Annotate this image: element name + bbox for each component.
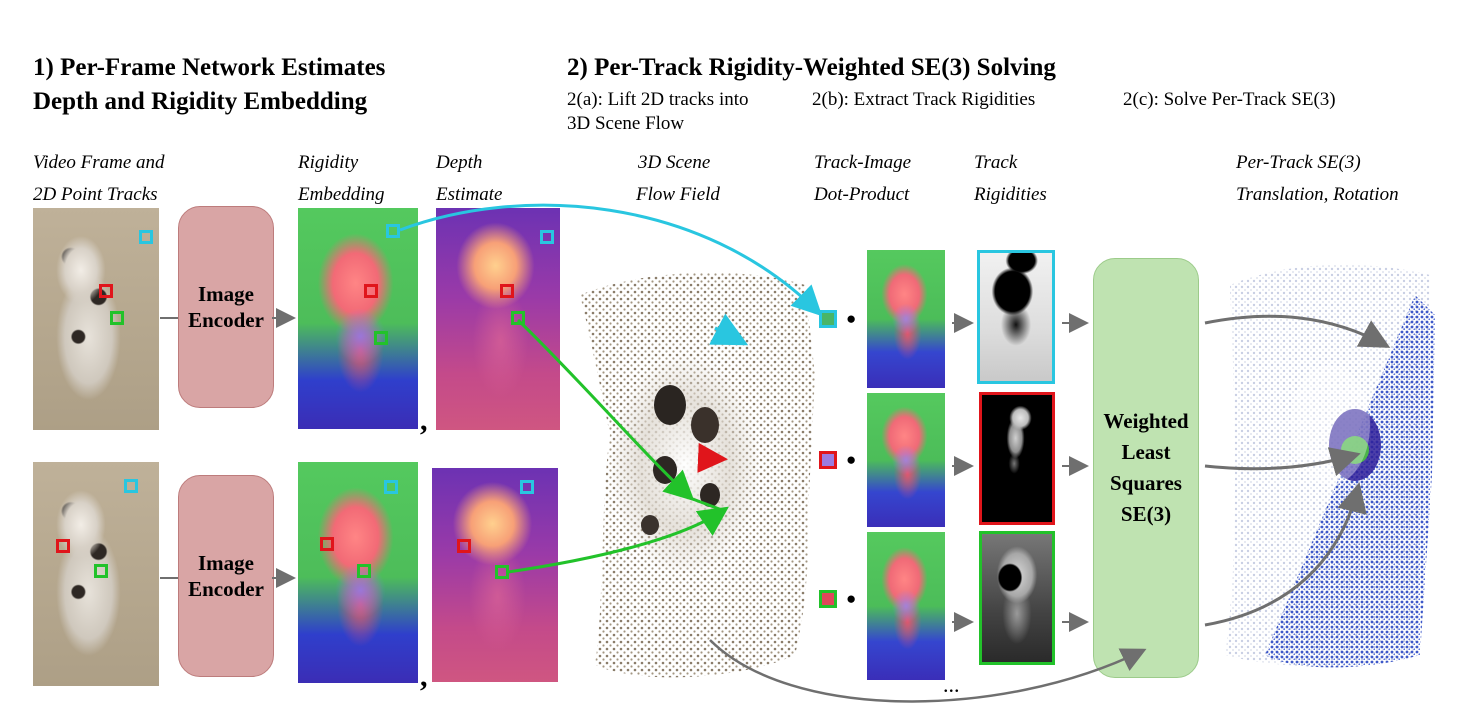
- dot-product-bullet: ●: [846, 309, 857, 328]
- track-color-swatch-cyan: [819, 310, 837, 328]
- track-marker-green: [94, 564, 108, 578]
- encoder-label-line-2: Encoder: [188, 308, 264, 332]
- track-rigidity-red-image: [979, 392, 1055, 525]
- caption-track-rigidities-line-2: Rigidities: [974, 184, 1047, 205]
- dot-product-1-image: [867, 250, 945, 388]
- per-track-se3-image: [1225, 264, 1435, 668]
- track-marker-red: [364, 284, 378, 298]
- caption-dot-line-1: Track-Image: [814, 152, 912, 173]
- track-marker-red: [500, 284, 514, 298]
- comma-separator: ,: [420, 660, 428, 693]
- caption-flow-line-1: 3D Scene: [638, 152, 711, 173]
- section-1-title-line-2: Depth and Rigidity Embedding: [33, 88, 368, 115]
- encoder-label-line-2: Encoder: [188, 577, 264, 601]
- caption-video-frame-line-1: Video Frame and: [33, 152, 165, 173]
- depth-estimate-1-image: [436, 208, 560, 430]
- caption-track-rigidities-line-1: Track: [974, 152, 1018, 173]
- caption-rigidity-line-1: Rigidity: [298, 152, 359, 173]
- wls-label-line-2: Least: [1121, 440, 1171, 464]
- track-marker-green: [357, 564, 371, 578]
- caption-depth-line-1: Depth: [436, 152, 483, 173]
- track-marker-green: [511, 311, 525, 325]
- caption-se3-line-2: Translation, Rotation: [1236, 184, 1399, 205]
- track-marker-green: [374, 331, 388, 345]
- scene-flow-field-image: [580, 272, 815, 678]
- step-c: 2(c): Solve Per-Track SE(3): [1123, 89, 1336, 110]
- caption-video-frame-line-2: 2D Point Tracks: [33, 184, 158, 205]
- track-marker-cyan: [139, 230, 153, 244]
- track-marker-green: [110, 311, 124, 325]
- track-rigidity-green-image: [979, 531, 1055, 665]
- step-b: 2(b): Extract Track Rigidities: [812, 89, 1036, 110]
- dot-product-3-image: [867, 532, 945, 680]
- encoder-label-line-1: Image: [197, 282, 254, 306]
- track-marker-red: [457, 539, 471, 553]
- track-rigidity-cyan-image: [977, 250, 1055, 384]
- wls-label-line-3: Squares: [1110, 471, 1182, 495]
- track-marker-cyan: [124, 479, 138, 493]
- caption-rigidity-line-2: Embedding: [298, 184, 385, 205]
- wls-label-line-1: Weighted: [1103, 409, 1189, 433]
- step-a-line-2: 3D Scene Flow: [567, 113, 685, 134]
- dot-product-bullet: ●: [846, 589, 857, 608]
- weighted-least-squares-box: Weighted Least Squares SE(3): [1093, 258, 1199, 678]
- track-marker-red: [99, 284, 113, 298]
- encoder-label-line-1: Image: [197, 551, 254, 575]
- track-marker-red: [320, 537, 334, 551]
- comma-separator: ,: [420, 404, 428, 437]
- track-color-swatch-red: [819, 451, 837, 469]
- track-marker-green: [495, 565, 509, 579]
- caption-depth-line-2: Estimate: [436, 184, 503, 205]
- track-marker-cyan: [384, 480, 398, 494]
- track-marker-cyan: [520, 480, 534, 494]
- track-color-swatch-green: [819, 590, 837, 608]
- caption-flow-line-2: Flow Field: [636, 184, 720, 205]
- more-tracks-ellipsis: ...: [943, 672, 960, 697]
- track-marker-red: [56, 539, 70, 553]
- step-a-line-1: 2(a): Lift 2D tracks into: [567, 89, 749, 110]
- section-1-title-line-1: 1) Per-Frame Network Estimates: [33, 54, 386, 81]
- wls-label-line-4: SE(3): [1120, 502, 1172, 526]
- caption-se3-line-1: Per-Track SE(3): [1236, 152, 1361, 173]
- video-frame-1-image: [33, 208, 159, 430]
- section-2-title: 2) Per-Track Rigidity-Weighted SE(3) Sol…: [567, 54, 1056, 81]
- track-marker-cyan: [540, 230, 554, 244]
- track-marker-cyan: [386, 224, 400, 238]
- dot-product-2-image: [867, 393, 945, 527]
- caption-dot-line-2: Dot-Product: [814, 184, 910, 205]
- dot-product-bullet: ●: [846, 450, 857, 469]
- rigidity-embedding-1-image: [298, 208, 418, 429]
